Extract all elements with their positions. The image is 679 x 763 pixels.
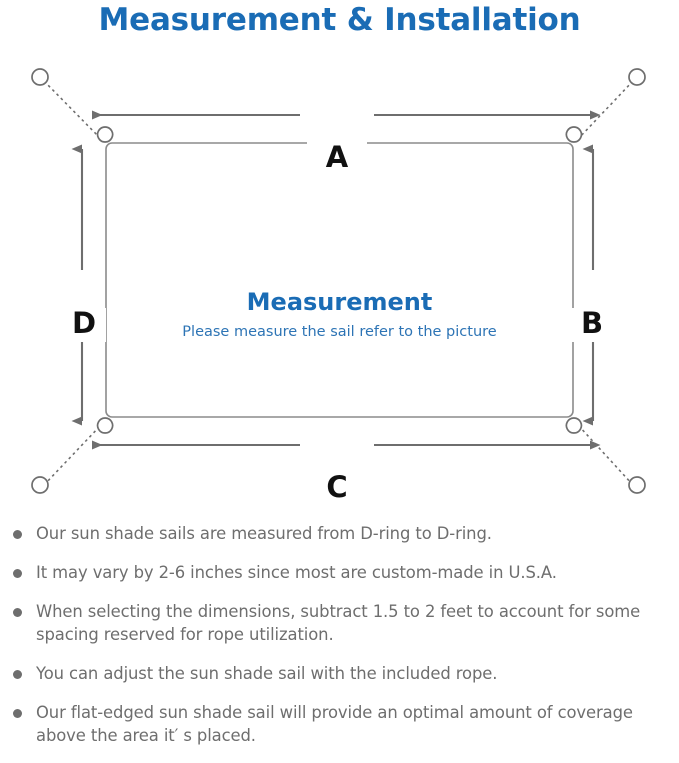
- d-ring-bottom-right: [565, 417, 583, 434]
- sail-center-heading: Measurement: [246, 288, 433, 316]
- bullet-icon: [13, 608, 22, 617]
- d-ring-top-right: [565, 126, 583, 143]
- bullet-icon: [13, 709, 22, 718]
- diagram-canvas: [31, 68, 646, 494]
- rope-top-right: [577, 80, 634, 140]
- note-text: You can adjust the sun shade sail with t…: [36, 664, 498, 683]
- dimension-label-a: A: [307, 142, 367, 174]
- bullet-icon: [13, 569, 22, 578]
- dimension-label-c: C: [307, 472, 367, 504]
- bullet-icon: [13, 530, 22, 539]
- rope-bottom-left: [43, 424, 102, 486]
- note-item: When selecting the dimensions, subtract …: [10, 600, 679, 646]
- dimension-label-d: D: [62, 308, 106, 342]
- note-item: It may vary by 2-6 inches since most are…: [10, 561, 679, 584]
- anchor-point-top-right: [628, 68, 646, 86]
- page-title: Measurement & Installation: [98, 2, 581, 38]
- rope-bottom-right: [577, 424, 634, 486]
- d-rings: [96, 126, 583, 434]
- note-item: Our sun shade sails are measured from D-…: [10, 522, 679, 545]
- notes-list: Our sun shade sails are measured from D-…: [10, 522, 679, 763]
- sail-outline: [105, 142, 574, 418]
- note-item: You can adjust the sun shade sail with t…: [10, 662, 679, 685]
- anchor-point-bottom-left: [31, 476, 49, 494]
- rope-lines: [43, 80, 634, 486]
- d-ring-top-left: [96, 126, 114, 143]
- anchor-point-bottom-right: [628, 476, 646, 494]
- d-ring-bottom-left: [96, 417, 114, 434]
- note-item: Our flat-edged sun shade sail will provi…: [10, 701, 679, 747]
- anchor-points: [31, 68, 646, 494]
- note-text: Our sun shade sails are measured from D-…: [36, 524, 492, 543]
- note-text: When selecting the dimensions, subtract …: [36, 602, 641, 644]
- anchor-point-top-left: [31, 68, 49, 86]
- note-text: It may vary by 2-6 inches since most are…: [36, 563, 557, 582]
- rope-top-left: [43, 80, 102, 140]
- bullet-icon: [13, 670, 22, 679]
- dimension-label-b: B: [570, 308, 614, 342]
- measurement-diagram: Measurement Please measure the sail refe…: [0, 45, 679, 515]
- sail-center-subtext: Please measure the sail refer to the pic…: [182, 324, 497, 340]
